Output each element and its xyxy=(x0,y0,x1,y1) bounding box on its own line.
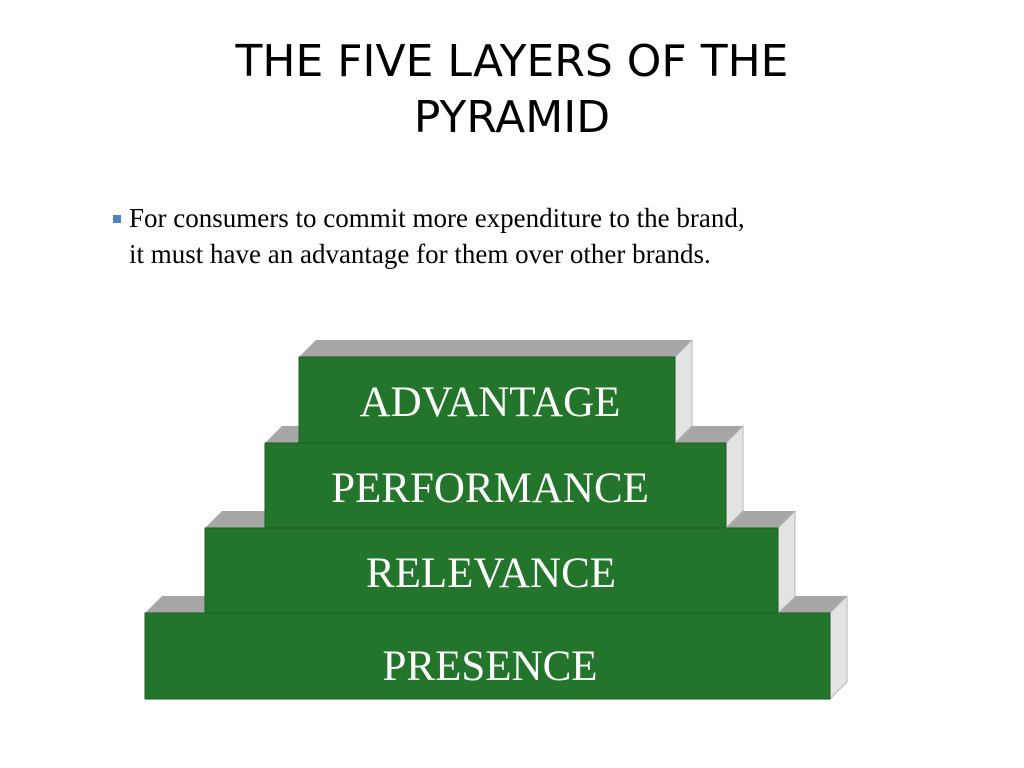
layer-front-face xyxy=(298,356,676,444)
title-line-1: THE FIVE LAYERS OF THE xyxy=(235,36,789,87)
layer-front-face xyxy=(204,527,779,614)
pyramid-layer-advantage: ADVANTAGE xyxy=(298,338,693,445)
layer-front-face xyxy=(144,612,831,700)
bullet-text-line-1: For consumers to commit more expenditure… xyxy=(129,203,745,233)
slide-title: THE FIVE LAYERS OF THE PYRAMID xyxy=(0,34,1024,146)
layer-label-relevance: RELEVANCE xyxy=(366,550,616,597)
layer-side-face xyxy=(777,509,796,615)
bullet-text-line-2: it must have an advantage for them over … xyxy=(129,239,711,269)
layer-label-performance: PERFORMANCE xyxy=(331,465,649,512)
layer-side-face xyxy=(674,338,693,445)
title-line-2: PYRAMID xyxy=(413,92,611,143)
layer-label-presence: PRESENCE xyxy=(382,643,597,690)
layer-label-advantage: ADVANTAGE xyxy=(360,379,621,426)
layer-side-face xyxy=(725,424,744,530)
pyramid-layer-performance: PERFORMANCE xyxy=(264,424,744,530)
square-bullet-icon xyxy=(113,215,121,223)
layer-front-face xyxy=(264,442,727,529)
layer-side-face xyxy=(829,594,848,701)
layer-top-face xyxy=(299,340,692,357)
bullet-point: For consumers to commit more expenditure… xyxy=(113,200,953,272)
